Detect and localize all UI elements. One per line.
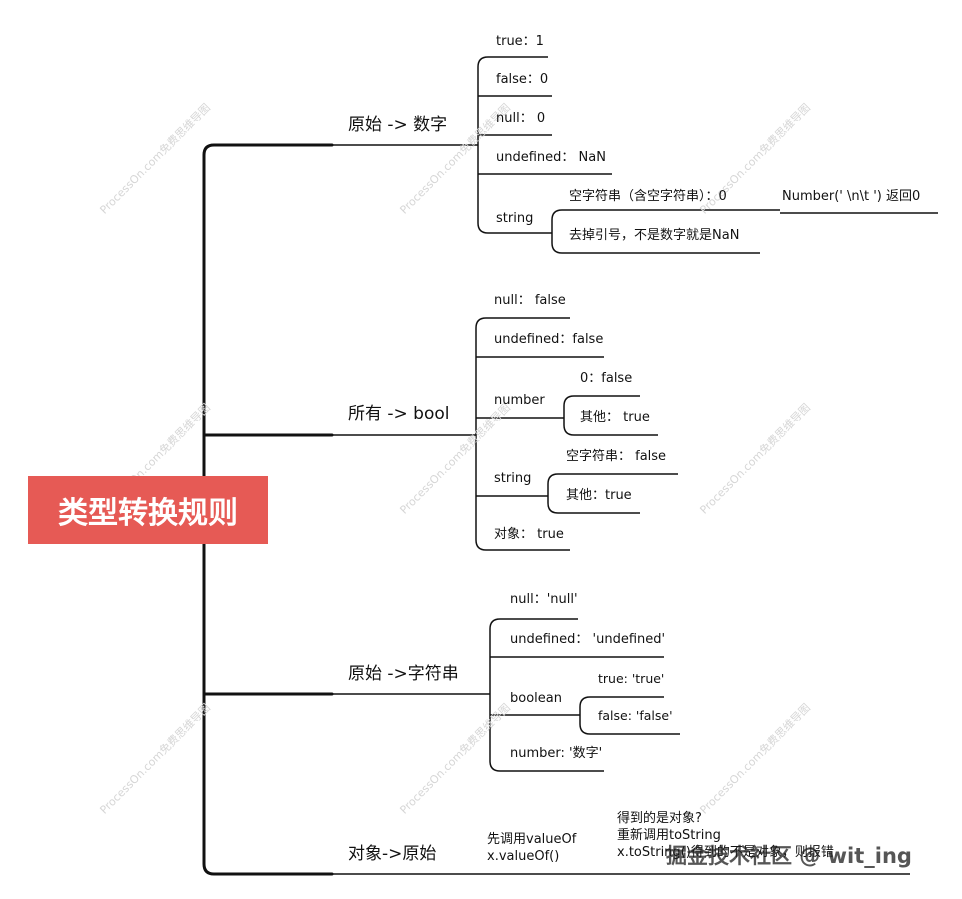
obj-call-tostring-line3: x.toString()得到的不是对象，则报错 — [617, 845, 834, 860]
branch-to-bool[interactable]: 所有 -> bool — [348, 404, 450, 424]
bool-item-string[interactable]: string — [494, 471, 532, 486]
str-item-undefined[interactable]: undefined： 'undefined' — [510, 632, 666, 647]
num-item-null[interactable]: null： 0 — [496, 111, 546, 126]
num-string-whitespace-note[interactable]: Number(' \n\t ') 返回0 — [782, 189, 921, 204]
obj-call-tostring-line2: 重新调用toString — [617, 828, 721, 843]
str-item-number[interactable]: number: '数字' — [510, 746, 603, 761]
bool-item-number[interactable]: number — [494, 393, 545, 408]
branch-to-number[interactable]: 原始 -> 数字 — [348, 115, 448, 135]
bool-string-empty[interactable]: 空字符串： false — [566, 449, 667, 464]
bool-string-other[interactable]: 其他：true — [566, 488, 632, 503]
num-item-true[interactable]: true：1 — [496, 34, 544, 49]
root-label: 类型转换规则 — [58, 496, 238, 531]
str-item-null[interactable]: null：'null' — [510, 592, 578, 607]
obj-call-tostring-line1: 得到的是对象? — [617, 811, 702, 826]
str-boolean-true[interactable]: true: 'true' — [598, 671, 665, 686]
bool-item-null[interactable]: null： false — [494, 293, 566, 308]
num-item-false[interactable]: false：0 — [496, 72, 549, 87]
str-boolean-false[interactable]: false: 'false' — [598, 708, 673, 723]
bool-number-other[interactable]: 其他： true — [580, 410, 650, 425]
bool-item-object[interactable]: 对象： true — [494, 527, 564, 542]
num-item-string[interactable]: string — [496, 211, 534, 226]
bool-item-undefined[interactable]: undefined：false — [494, 332, 604, 347]
root-node[interactable]: 类型转换规则 — [28, 476, 268, 544]
branch-to-string[interactable]: 原始 ->字符串 — [348, 664, 459, 684]
num-string-empty[interactable]: 空字符串（含空字符串）：0 — [569, 189, 727, 204]
str-item-boolean[interactable]: boolean — [510, 691, 562, 706]
obj-call-valueof[interactable]: 先调用valueOf x.valueOf() — [487, 831, 576, 865]
num-item-undefined[interactable]: undefined： NaN — [496, 150, 606, 165]
corner-watermark: 掘金技术社区 @ wit_ing — [666, 844, 912, 868]
num-string-strip-quotes[interactable]: 去掉引号，不是数字就是NaN — [569, 228, 740, 243]
bool-number-zero[interactable]: 0：false — [580, 371, 633, 386]
obj-call-valueof-line2: x.valueOf() — [487, 849, 560, 864]
obj-call-valueof-line1: 先调用valueOf — [487, 832, 577, 847]
branch-object-to-primitive[interactable]: 对象->原始 — [348, 844, 437, 864]
obj-call-tostring[interactable]: 得到的是对象? 重新调用toString x.toString()得到的不是对象… — [617, 810, 834, 861]
